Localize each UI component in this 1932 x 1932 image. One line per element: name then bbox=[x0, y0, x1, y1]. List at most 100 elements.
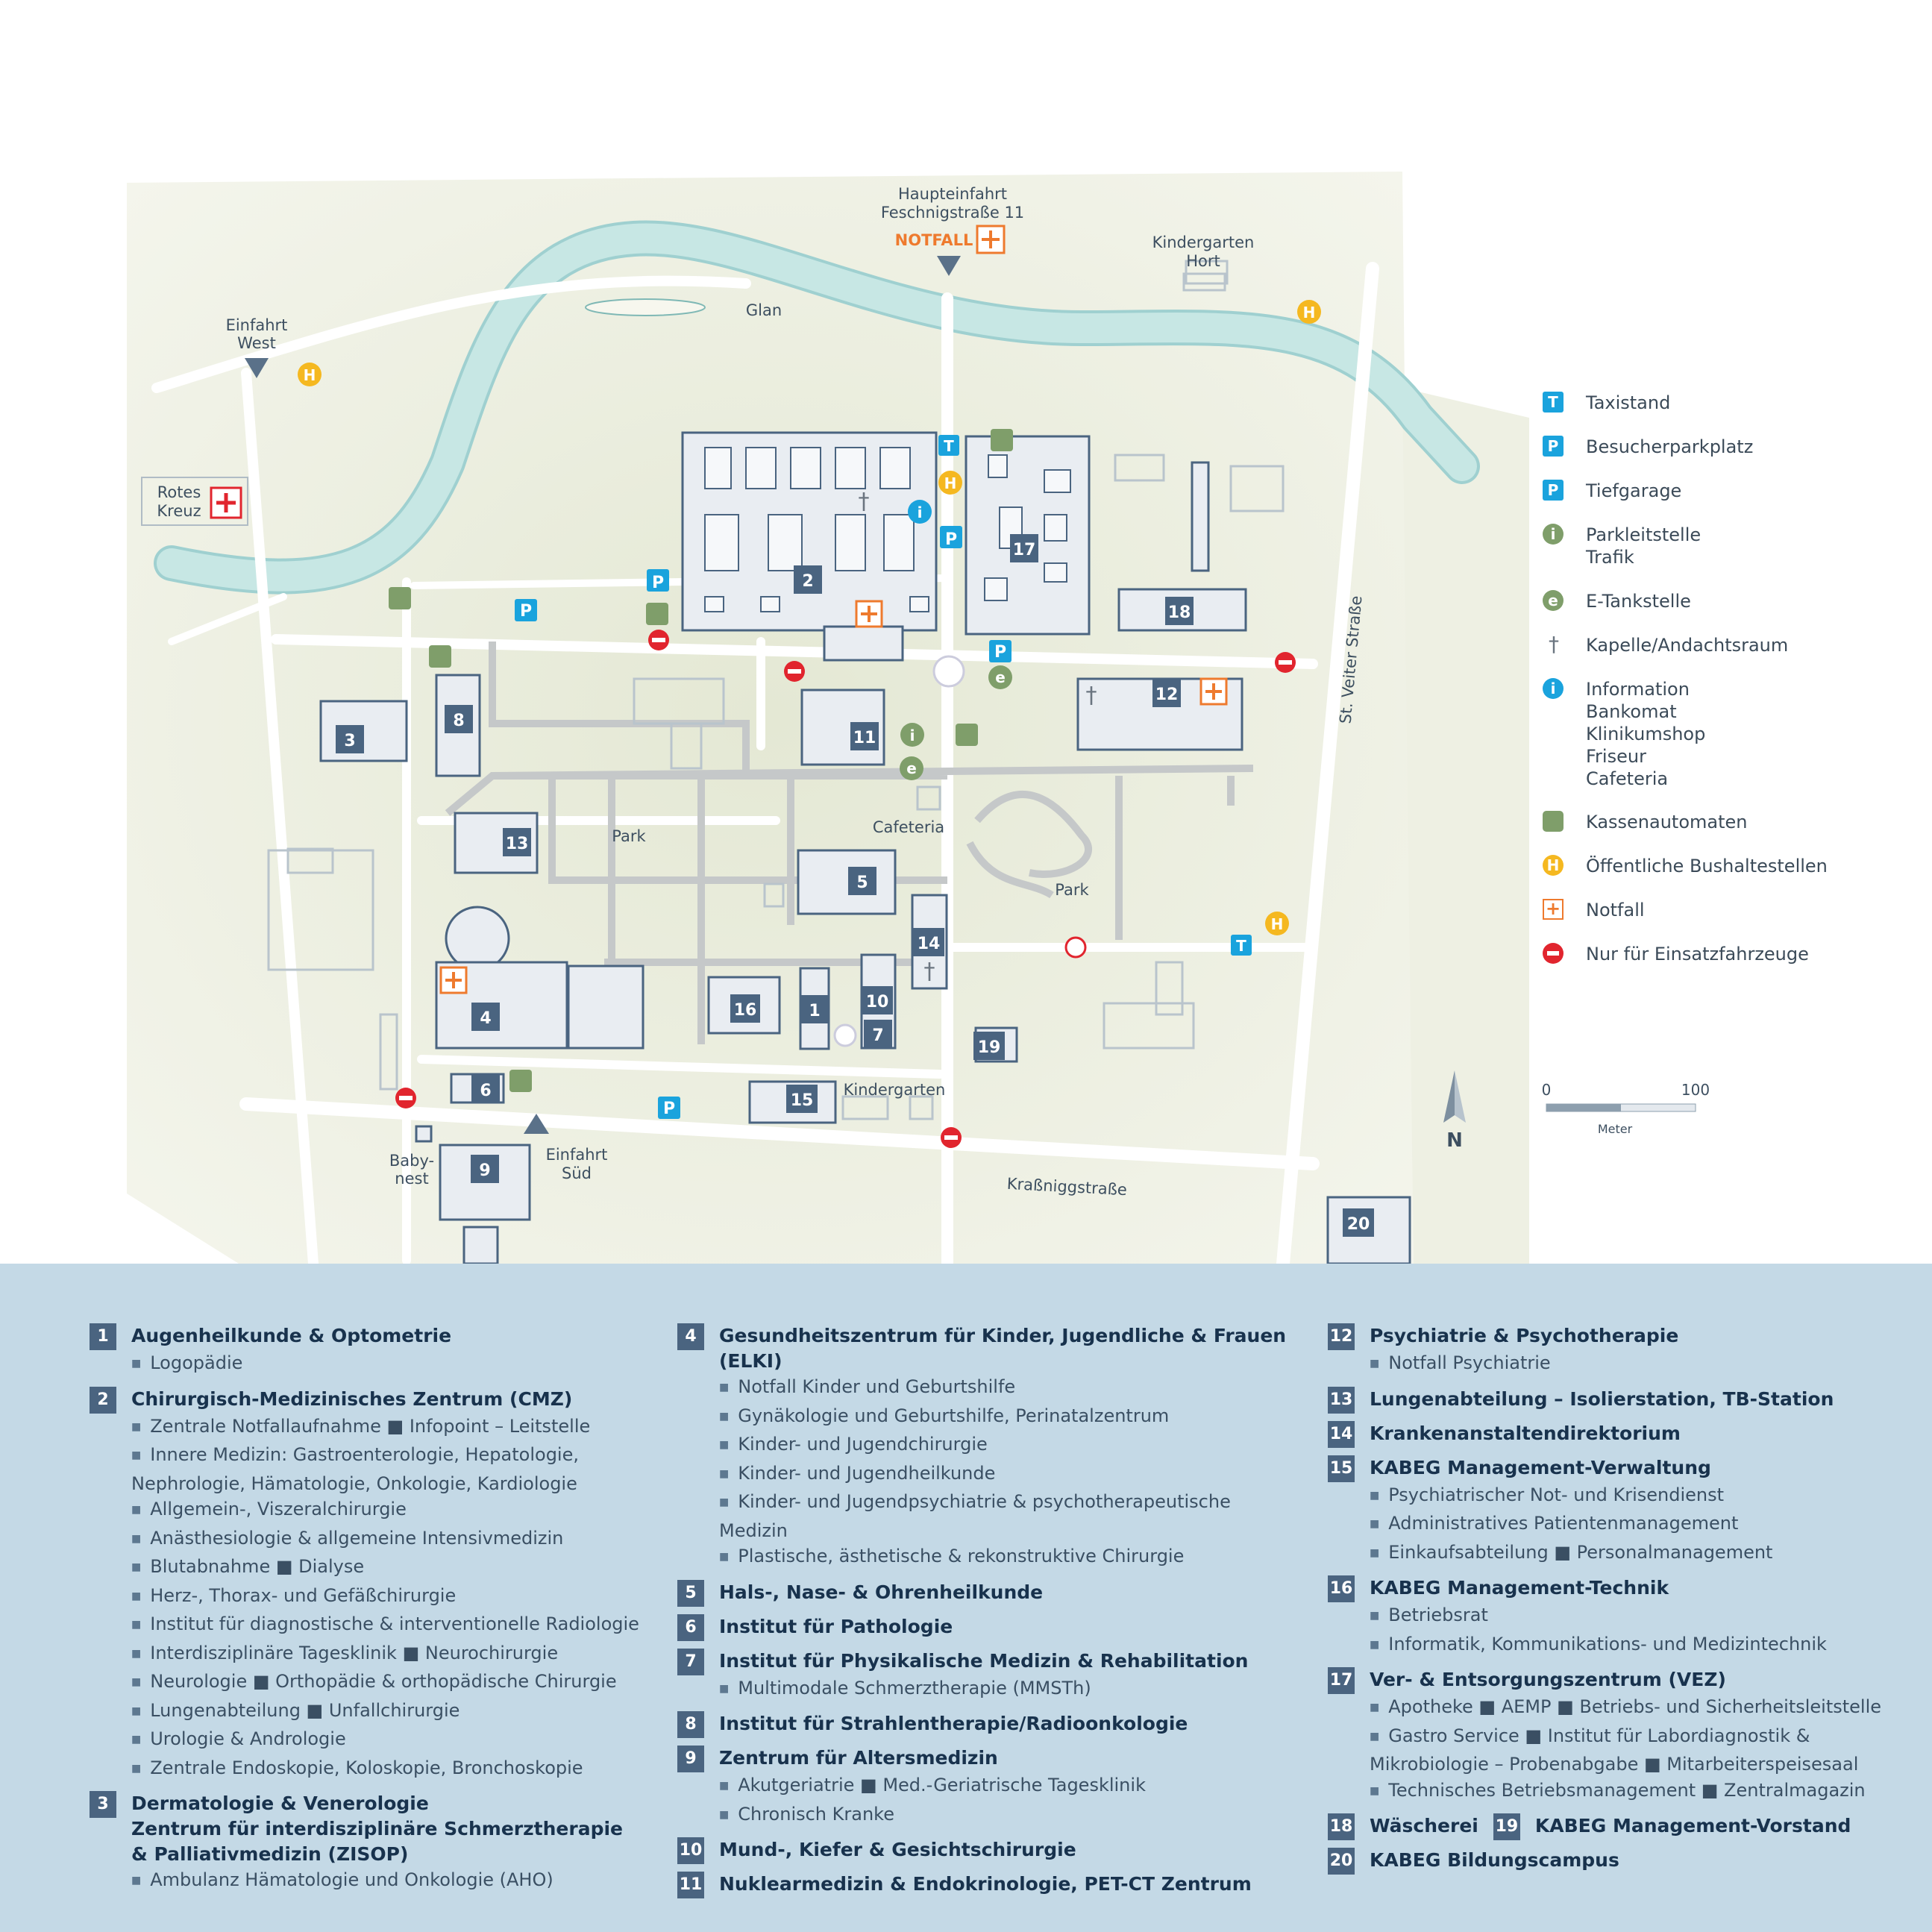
entry-header: 17 Ver- & Entsorgungszentrum (VEZ) bbox=[1328, 1667, 1910, 1694]
emergency-icon bbox=[439, 966, 468, 994]
bus-stop-icon: H bbox=[1543, 855, 1565, 877]
entry-title-line: Institut für Strahlentherapie/Radioonkol… bbox=[719, 1713, 1188, 1734]
emergency-icon bbox=[855, 600, 883, 628]
entry-title: Ver- & Entsorgungszentrum (VEZ) bbox=[1370, 1667, 1726, 1693]
entry-title-line: Ver- & Entsorgungszentrum (VEZ) bbox=[1370, 1669, 1726, 1690]
roundabout bbox=[833, 1023, 857, 1047]
entry-items: Logopädie bbox=[131, 1350, 656, 1379]
entry-item: Gynäkologie und Geburtshilfe, Perinatalz… bbox=[719, 1403, 1296, 1432]
svg-text:1: 1 bbox=[809, 1002, 820, 1020]
entry-item: Zentrale Endoskopie, Koloskopie, Broncho… bbox=[131, 1755, 656, 1784]
legend-item-taxi: T Taxistand bbox=[1543, 392, 1916, 436]
map-label-haupteinfahrt: Haupteinfahrt bbox=[898, 185, 1007, 203]
svg-text:100: 100 bbox=[1681, 1081, 1710, 1099]
building-number-badge: 2 bbox=[90, 1386, 116, 1414]
svg-text:e: e bbox=[906, 759, 917, 777]
emergency-icon bbox=[976, 225, 1006, 254]
ev-charging-icon: e bbox=[900, 756, 923, 780]
entry-items: Akutgeriatrie ■ Med.-Geriatrische Tagesk… bbox=[719, 1772, 1296, 1830]
entry-item: Einkaufsabteilung ■ Personalmanagement bbox=[1370, 1540, 1910, 1569]
entry-title-line: KABEG Management-Verwaltung bbox=[1370, 1456, 1711, 1478]
building-label-5: 5 bbox=[848, 867, 876, 895]
entry-item: Betriebsrat bbox=[1370, 1602, 1910, 1631]
svg-text:11: 11 bbox=[853, 729, 876, 747]
entry-header: 1 Augenheilkunde & Optometrie bbox=[90, 1323, 656, 1350]
bus-stop-icon: H bbox=[1297, 300, 1321, 324]
scale-bar: 0 100 Meter bbox=[1542, 1081, 1710, 1136]
building-number-badge: 5 bbox=[677, 1579, 704, 1607]
entry-title-line: Institut für Pathologie bbox=[719, 1615, 953, 1637]
svg-text:19: 19 bbox=[978, 1038, 1001, 1057]
legend-item-chapel: † Kapelle/Andachtsraum bbox=[1543, 634, 1916, 678]
entry-item: Gastro Service ■ Institut für Labordiagn… bbox=[1370, 1723, 1910, 1778]
entry-items: Multimodale Schmerztherapie (MMSTh) bbox=[719, 1675, 1296, 1704]
emergency-icon: + bbox=[1543, 899, 1565, 921]
svg-text:4: 4 bbox=[480, 1009, 491, 1028]
garage-icon: P bbox=[1543, 480, 1565, 502]
building-label-14: 14 bbox=[913, 928, 944, 956]
map-label-babynest: Baby- bbox=[389, 1152, 434, 1170]
entry-title-line: Zentrum für Altersmedizin bbox=[719, 1747, 998, 1769]
map-label-address: Feschnigstraße 11 bbox=[881, 204, 1024, 222]
svg-text:i: i bbox=[918, 504, 923, 521]
campus-map: 2 17 18 12 8 3 13 11 5 14 4 16 1 10 7 19… bbox=[127, 172, 1710, 1264]
chapel-icon: † bbox=[859, 489, 870, 515]
roundabout bbox=[932, 655, 965, 688]
road-network bbox=[151, 262, 1379, 1264]
map-label-einfahrt-sued: Süd bbox=[562, 1164, 592, 1182]
map-legend: T Taxistand P Besucherparkplatz P Tiefga… bbox=[1543, 392, 1916, 987]
entry-title-line: Krankenanstaltendirektorium bbox=[1370, 1422, 1681, 1444]
building-number-badge: 1 bbox=[90, 1323, 116, 1350]
entry-item: Akutgeriatrie ■ Med.-Geriatrische Tagesk… bbox=[719, 1772, 1296, 1801]
map-label-park-right: Park bbox=[1055, 881, 1089, 899]
entry-item: Notfall Psychiatrie bbox=[1370, 1350, 1910, 1379]
taxi-icon: T bbox=[938, 435, 959, 456]
entry-title: Zentrum für Altersmedizin bbox=[719, 1746, 998, 1771]
entry-title: Mund-, Kiefer & Gesichtschirurgie bbox=[719, 1837, 1076, 1863]
entry-item: Logopädie bbox=[131, 1350, 656, 1379]
legend-item-emergency: + Notfall bbox=[1543, 899, 1916, 943]
building-number-badge: 16 bbox=[1328, 1575, 1355, 1602]
entrance-markers bbox=[245, 256, 961, 1134]
directory-entry-1: 1 Augenheilkunde & OptometrieLogopädie bbox=[90, 1323, 656, 1379]
svg-text:2: 2 bbox=[802, 572, 813, 591]
entry-title: Augenheilkunde & Optometrie bbox=[131, 1323, 451, 1349]
svg-text:H: H bbox=[1271, 915, 1284, 933]
entry-title-line: Nuklearmedizin & Endokrinologie, PET-CT … bbox=[719, 1873, 1252, 1895]
taxi-icon: T bbox=[1543, 392, 1565, 414]
svg-text:13: 13 bbox=[506, 835, 529, 853]
map-label-glan: Glan bbox=[746, 301, 782, 319]
svg-text:e: e bbox=[995, 668, 1006, 686]
building-4-east bbox=[567, 965, 644, 1050]
map-label-einfahrt-west: West bbox=[237, 334, 276, 352]
entry-title: Chirurgisch-Medizinisches Zentrum (CMZ) bbox=[131, 1387, 572, 1412]
entry-item: Administratives Patientenmanagement bbox=[1370, 1511, 1910, 1540]
building-label-15: 15 bbox=[786, 1085, 818, 1113]
svg-text:P: P bbox=[663, 1100, 675, 1118]
building-15 bbox=[748, 1080, 837, 1124]
parking-icon: P bbox=[515, 599, 537, 621]
building-number-badge: 17 bbox=[1328, 1667, 1355, 1694]
entry-item: Neurologie ■ Orthopädie & orthopädische … bbox=[131, 1669, 656, 1698]
entry-item: Urologie & Andrologie bbox=[131, 1726, 656, 1755]
walkways bbox=[445, 642, 1254, 1044]
svg-text:5: 5 bbox=[856, 874, 868, 892]
map-label-babynest: nest bbox=[395, 1170, 428, 1188]
building-numbers: 2 17 18 12 8 3 13 11 5 14 4 16 1 10 7 19… bbox=[336, 534, 1374, 1237]
svg-text:9: 9 bbox=[479, 1161, 490, 1180]
parking-guide-icon: i bbox=[900, 723, 924, 747]
